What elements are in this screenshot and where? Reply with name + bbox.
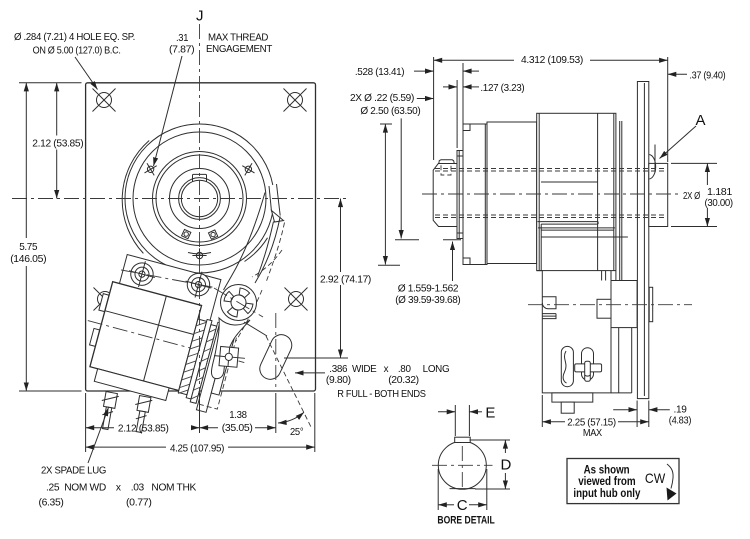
svg-text:ON Ø 5.00 (127.0) B.C.: ON Ø 5.00 (127.0) B.C. bbox=[33, 45, 121, 57]
svg-text:1.38: 1.38 bbox=[229, 409, 247, 421]
svg-text:Ø .284 (7.21) 4 HOLE EQ. SP.: Ø .284 (7.21) 4 HOLE EQ. SP. bbox=[14, 31, 135, 43]
svg-text:(4.83): (4.83) bbox=[669, 415, 691, 427]
svg-text:.31: .31 bbox=[176, 32, 189, 44]
svg-text:MAX: MAX bbox=[583, 427, 602, 439]
svg-text:C: C bbox=[457, 497, 468, 514]
svg-text:.386 WIDE x .80 LONG: .386 WIDE x .80 LONG bbox=[329, 363, 449, 375]
svg-text:2.92 (74.17): 2.92 (74.17) bbox=[320, 274, 371, 286]
svg-text:E: E bbox=[485, 405, 495, 422]
svg-text:(20.32): (20.32) bbox=[388, 374, 419, 386]
svg-text:(Ø 39.59-39.68): (Ø 39.59-39.68) bbox=[395, 294, 460, 306]
svg-text:5.75: 5.75 bbox=[19, 241, 37, 253]
svg-text:4.312 (109.53): 4.312 (109.53) bbox=[521, 54, 583, 66]
svg-text:CW: CW bbox=[645, 470, 666, 486]
svg-text:.37 (9.40): .37 (9.40) bbox=[689, 70, 725, 82]
svg-text:2X Ø: 2X Ø bbox=[683, 190, 700, 202]
svg-text:input hub only: input hub only bbox=[573, 486, 640, 500]
svg-text:25°: 25° bbox=[290, 426, 303, 438]
svg-text:1.181: 1.181 bbox=[707, 186, 733, 198]
svg-text:Ø 2.50 (63.50): Ø 2.50 (63.50) bbox=[360, 105, 420, 117]
svg-text:A: A bbox=[696, 112, 706, 129]
svg-text:As shown: As shown bbox=[584, 463, 630, 477]
svg-text:(146.05): (146.05) bbox=[10, 253, 46, 265]
svg-text:(6.35): (6.35) bbox=[39, 497, 64, 509]
svg-text:2.25 (57.15): 2.25 (57.15) bbox=[567, 417, 616, 429]
svg-text:BORE DETAIL: BORE DETAIL bbox=[437, 515, 495, 527]
svg-text:.528 (13.41): .528 (13.41) bbox=[355, 66, 404, 78]
svg-text:.25 NOM WD x .03 NOM: .25 NOM WD x .03 NOM THK bbox=[46, 482, 196, 494]
svg-text:(30.00): (30.00) bbox=[705, 197, 733, 209]
svg-text:viewed from: viewed from bbox=[578, 474, 636, 488]
svg-text:(35.05): (35.05) bbox=[222, 422, 253, 434]
svg-text:R FULL - BOTH ENDS: R FULL - BOTH ENDS bbox=[337, 388, 426, 400]
svg-text:2X Ø .22 (5.59): 2X Ø .22 (5.59) bbox=[350, 92, 414, 104]
svg-text:MAX THREAD: MAX THREAD bbox=[208, 32, 269, 44]
svg-text:(0.77): (0.77) bbox=[126, 497, 152, 509]
svg-text:.127 (3.23): .127 (3.23) bbox=[480, 82, 524, 94]
svg-text:D: D bbox=[501, 457, 512, 474]
svg-text:4.25 (107.95): 4.25 (107.95) bbox=[170, 443, 224, 455]
svg-text:(9.80): (9.80) bbox=[326, 374, 351, 386]
svg-text:2.12 (53.85): 2.12 (53.85) bbox=[32, 138, 83, 150]
svg-text:(7.87): (7.87) bbox=[169, 44, 194, 56]
svg-text:ENGAGEMENT: ENGAGEMENT bbox=[206, 43, 273, 55]
svg-text:2X SPADE LUG: 2X SPADE LUG bbox=[41, 465, 106, 477]
svg-text:2.12 (53.85): 2.12 (53.85) bbox=[118, 423, 169, 435]
svg-text:Ø 1.559-1.562: Ø 1.559-1.562 bbox=[398, 283, 459, 295]
svg-text:.19: .19 bbox=[674, 404, 687, 416]
svg-text:J: J bbox=[196, 8, 204, 25]
